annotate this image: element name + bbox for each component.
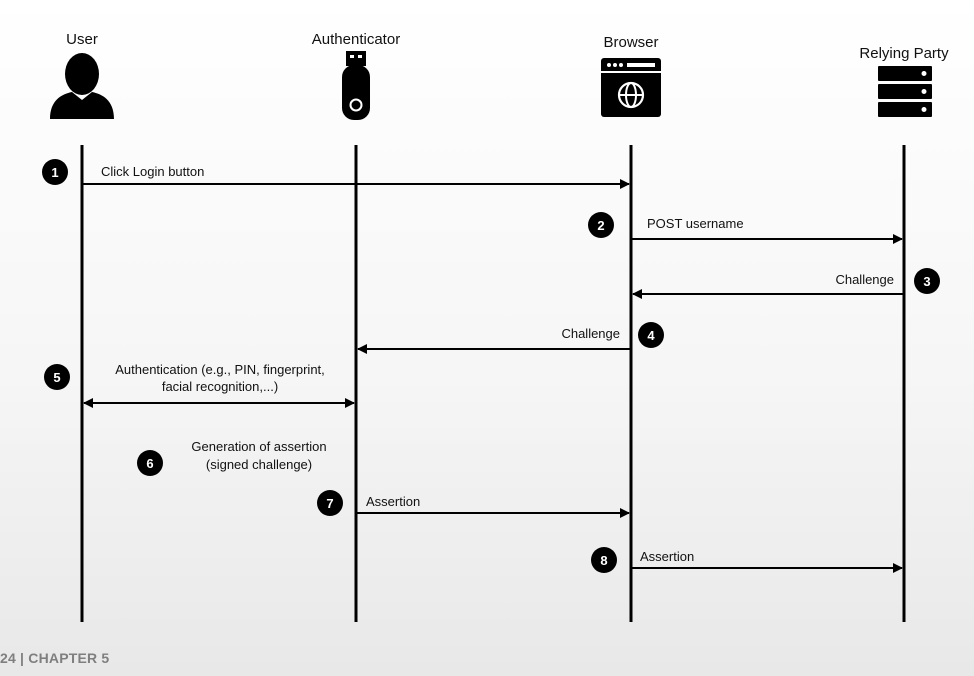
- message-label: Assertion: [640, 549, 694, 564]
- step-badge: [591, 547, 617, 573]
- message-label: Challenge: [835, 272, 894, 287]
- step-number: 8: [600, 553, 607, 568]
- step-1: 1 Click Login button: [42, 159, 630, 189]
- message-label-line1: Authentication (e.g., PIN, fingerprint,: [115, 362, 325, 377]
- step-badge: [317, 490, 343, 516]
- note-label-line1: Generation of assertion: [191, 439, 326, 454]
- step-badge: [588, 212, 614, 238]
- step-5: 5 Authentication (e.g., PIN, fingerprint…: [44, 362, 355, 408]
- step-number: 1: [51, 165, 58, 180]
- step-6: 6 Generation of assertion (signed challe…: [137, 439, 327, 476]
- step-number: 2: [597, 218, 604, 233]
- message-label: Challenge: [561, 326, 620, 341]
- step-badge: [638, 322, 664, 348]
- step-3: 3 Challenge: [632, 268, 940, 299]
- actor-label-user: User: [66, 31, 98, 48]
- server-icon: [878, 66, 932, 117]
- step-7: 7 Assertion: [317, 490, 630, 518]
- message-label: Assertion: [366, 494, 420, 509]
- step-badge: [914, 268, 940, 294]
- actor-label-authenticator: Authenticator: [312, 31, 400, 48]
- user-icon: [50, 53, 114, 119]
- browser-window-icon: [601, 58, 661, 117]
- actor-label-browser: Browser: [603, 34, 658, 51]
- usb-key-icon: [342, 51, 370, 120]
- note-label-line2: (signed challenge): [206, 457, 312, 472]
- step-badge: [137, 450, 163, 476]
- step-number: 6: [146, 456, 153, 471]
- step-4: 4 Challenge: [357, 322, 664, 354]
- message-label: Click Login button: [101, 164, 204, 179]
- message-label-line2: facial recognition,...): [162, 379, 278, 394]
- page-footer: 24 | CHAPTER 5: [0, 650, 110, 666]
- actor-label-relying-party: Relying Party: [859, 45, 949, 62]
- step-number: 4: [647, 328, 655, 343]
- message-label: POST username: [647, 216, 744, 231]
- step-badge: [44, 364, 70, 390]
- step-number: 3: [923, 274, 930, 289]
- step-8: 8 Assertion: [591, 547, 903, 573]
- step-badge: [42, 159, 68, 185]
- step-number: 7: [326, 496, 333, 511]
- step-2: 2 POST username: [588, 212, 903, 244]
- step-number: 5: [53, 370, 60, 385]
